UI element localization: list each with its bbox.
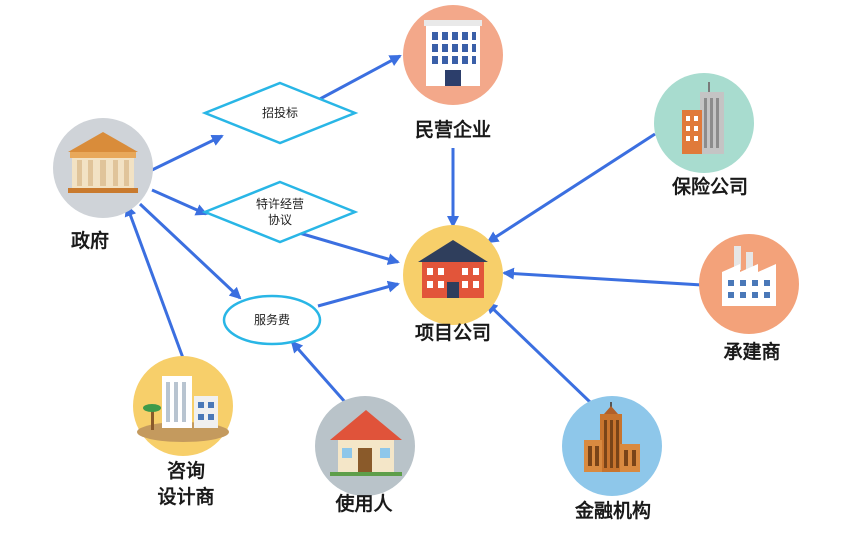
company-building-icon	[418, 240, 488, 298]
insurance-label: 保险公司	[671, 175, 748, 198]
edge-insurance-to-project-company	[486, 132, 656, 244]
finance-label: 金融机构	[574, 499, 651, 522]
edge-service-fee-to-project-company	[317, 280, 400, 308]
office-tower-icon	[682, 82, 724, 154]
factory-icon	[722, 246, 776, 306]
private-enterprise-label: 民营企业	[415, 118, 491, 141]
user-label: 使用人	[334, 493, 393, 515]
franchise-diamond	[201, 180, 359, 244]
node-government: 政府	[53, 118, 153, 252]
government-label: 政府	[71, 229, 109, 252]
edge-consulting-to-government	[124, 204, 185, 359]
node-finance: 金融机构	[562, 396, 662, 522]
edge-bidding-to-private-enterprise	[317, 54, 402, 102]
office-with-palm-icon	[137, 376, 229, 442]
edge-franchise-to-project-company	[295, 230, 400, 265]
edge-government-to-service-fee	[138, 202, 242, 300]
edge-finance-to-project-company	[485, 301, 592, 404]
consulting-label-line2: 设计商	[157, 485, 214, 508]
connectors	[124, 54, 703, 404]
bidding-label: 招投标	[262, 105, 298, 120]
office-building-icon	[424, 20, 482, 86]
house-icon	[330, 410, 402, 476]
edge-government-to-bidding	[151, 134, 224, 172]
shape-bidding: 招投标	[201, 81, 359, 145]
contractor-label: 承建商	[723, 340, 780, 363]
skyscraper-icon	[584, 402, 640, 472]
edge-government-to-franchise	[151, 188, 208, 216]
franchise-label-line2: 协议	[268, 212, 292, 227]
project-company-label: 项目公司	[415, 322, 491, 344]
bidding-diamond	[201, 81, 359, 145]
shape-service-fee: 服务费	[222, 294, 322, 346]
node-private-enterprise: 民营企业	[403, 5, 503, 141]
node-project-company: 项目公司	[403, 225, 503, 344]
service-fee-label: 服务费	[254, 312, 290, 327]
edge-contractor-to-project-company	[502, 267, 703, 287]
node-user: 使用人	[315, 396, 415, 515]
edge-user-to-service-fee	[290, 340, 347, 403]
node-consulting: 咨询 设计商	[133, 356, 233, 508]
franchise-label-line1: 特许经营	[256, 196, 304, 211]
consulting-label-line1: 咨询	[167, 459, 205, 482]
shape-franchise: 特许经营 协议	[201, 180, 359, 244]
node-insurance: 保险公司	[654, 73, 754, 198]
node-contractor: 承建商	[699, 234, 799, 363]
service-fee-ellipse	[222, 294, 322, 346]
government-building-icon	[68, 132, 138, 193]
